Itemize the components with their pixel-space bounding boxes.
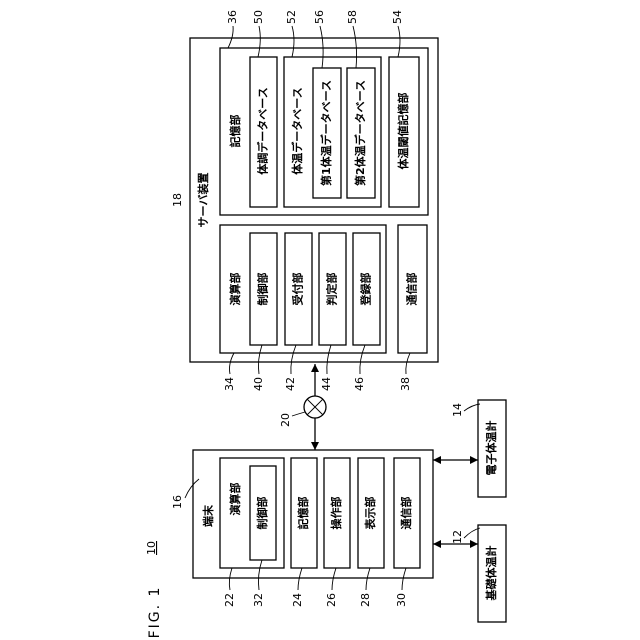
network-arrow-up xyxy=(311,364,319,372)
terminal-control-leader xyxy=(258,560,262,590)
basal-thermometer-ref: 12 xyxy=(451,530,464,544)
server-receive-label: 受付部 xyxy=(291,273,305,306)
temp-db-ref: 52 xyxy=(285,10,298,24)
electronic-arrow-right xyxy=(470,456,478,464)
terminal-storage-ref: 24 xyxy=(291,593,304,607)
condition-db-ref: 50 xyxy=(252,10,265,24)
server-frame xyxy=(190,38,438,362)
terminal-operation-label: 操作部 xyxy=(329,497,343,530)
terminal-ref: 16 xyxy=(171,495,184,509)
terminal-compute-label: 演算部 xyxy=(228,483,242,516)
terminal-compute-ref: 22 xyxy=(223,593,236,607)
server-control-ref: 40 xyxy=(252,377,265,391)
first-temp-db-ref: 56 xyxy=(313,10,326,24)
network-leader xyxy=(292,412,305,416)
terminal-display-label: 表示部 xyxy=(363,497,377,531)
network-arrow-down xyxy=(311,442,319,450)
server-comm-ref: 38 xyxy=(399,377,412,391)
terminal-compute-leader xyxy=(229,568,232,590)
server-judge-ref: 44 xyxy=(320,377,333,391)
terminal-label: 端末 xyxy=(201,504,215,527)
terminal-operation-ref: 26 xyxy=(325,593,338,607)
first-temp-db-leader xyxy=(320,26,323,68)
network-block: 20 xyxy=(279,364,326,450)
electronic-thermometer-ref: 14 xyxy=(451,403,464,417)
electronic-thermometer-label: 電子体温計 xyxy=(484,421,498,476)
server-control-leader xyxy=(258,345,262,374)
terminal-control-label: 制御部 xyxy=(255,497,269,530)
basal-arrow-right xyxy=(470,540,478,548)
terminal-storage-label: 記憶部 xyxy=(296,497,310,530)
server-comm-leader xyxy=(406,353,410,374)
terminal-leader xyxy=(185,479,199,498)
terminal-comm-leader xyxy=(402,568,406,590)
server-receive-leader xyxy=(291,345,296,374)
server-comm-label: 通信部 xyxy=(405,273,419,306)
server-register-label: 登録部 xyxy=(359,273,373,307)
server-register-ref: 46 xyxy=(353,377,366,391)
threshold-label: 体温閾値記憶部 xyxy=(396,93,410,170)
terminal-display-ref: 28 xyxy=(359,593,372,607)
terminal-comm-ref: 30 xyxy=(395,593,408,607)
threshold-leader xyxy=(398,26,400,57)
server-register-leader xyxy=(360,345,365,374)
second-temp-db-leader xyxy=(353,26,357,68)
server-compute-ref: 34 xyxy=(223,377,236,391)
server-storage-label: 記憶部 xyxy=(228,115,242,148)
system-ref: 10 xyxy=(145,541,158,555)
electronic-arrow-left xyxy=(433,456,441,464)
server-ref: 18 xyxy=(171,193,184,207)
server-storage-ref: 36 xyxy=(226,10,239,24)
server-compute-leader xyxy=(230,353,235,374)
figure-title: FIG. 1 xyxy=(147,586,163,639)
terminal-storage-leader xyxy=(298,568,302,590)
server-block: サーバ装置 18 演算部 制御部 受付部 判定部 登録部 通信部 記憶部 体調デ… xyxy=(171,10,438,391)
basal-arrow-left xyxy=(433,540,441,548)
server-receive-ref: 42 xyxy=(284,377,297,391)
condition-db-label: 体調データベース xyxy=(256,87,270,174)
terminal-comm-label: 通信部 xyxy=(399,497,413,530)
terminal-operation-leader xyxy=(332,568,336,590)
terminal-block: 端末 16 演算部 制御部 記憶部 操作部 表示部 通信部 22 32 24 2… xyxy=(171,450,433,607)
second-temp-db-label: 第2体温データベース xyxy=(353,80,367,186)
condition-db-leader xyxy=(258,26,260,57)
terminal-control-ref: 32 xyxy=(252,593,265,607)
server-judge-label: 判定部 xyxy=(325,273,339,306)
server-storage-leader xyxy=(228,26,233,48)
network-ref: 20 xyxy=(279,413,292,427)
server-label: サーバ装置 xyxy=(196,173,210,228)
basal-thermometer-label: 基礎体温計 xyxy=(484,546,498,602)
server-compute-label: 演算部 xyxy=(228,273,242,306)
server-control-label: 制御部 xyxy=(256,273,270,306)
server-judge-leader xyxy=(327,345,331,374)
temp-db-leader xyxy=(292,26,294,57)
devices-block: 基礎体温計 12 電子体温計 14 xyxy=(433,400,506,622)
first-temp-db-label: 第1体温データベース xyxy=(319,80,333,186)
threshold-ref: 54 xyxy=(391,10,404,24)
terminal-display-leader xyxy=(366,568,370,590)
temp-db-label: 体温データベース xyxy=(290,87,304,174)
second-temp-db-ref: 58 xyxy=(346,10,359,24)
